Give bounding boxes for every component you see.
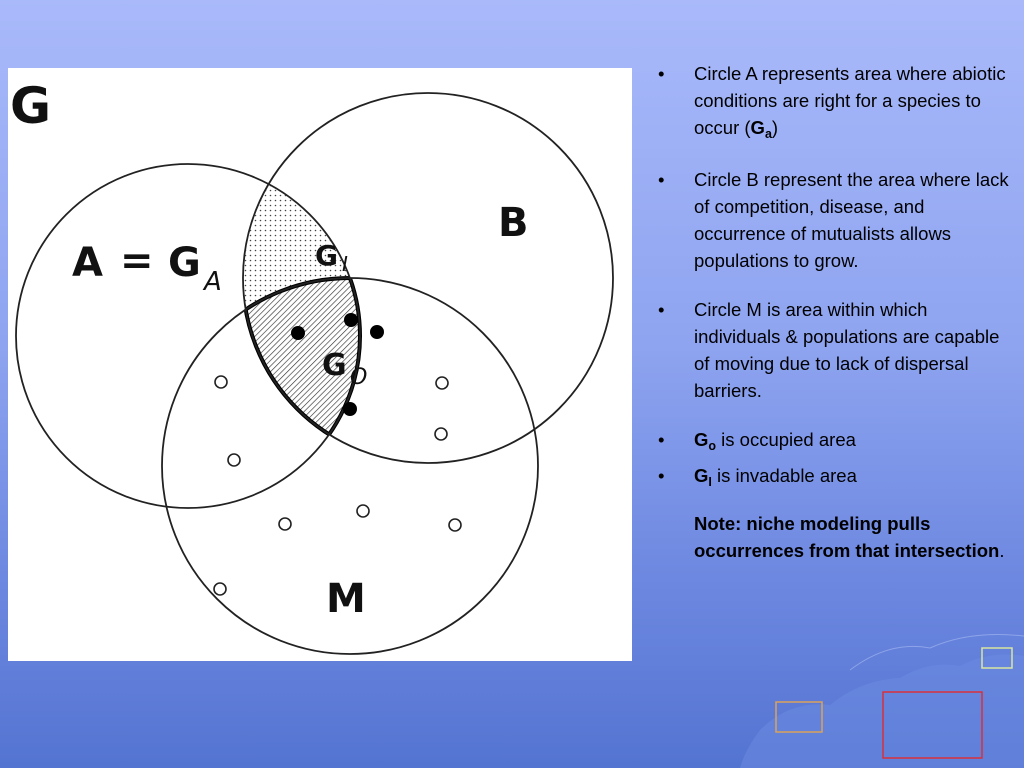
label-ga-sub: A bbox=[202, 267, 222, 297]
map-box-orange bbox=[775, 701, 823, 733]
label-equals: = bbox=[120, 238, 154, 284]
label-gi-sub: I bbox=[342, 252, 348, 276]
label-b: B bbox=[498, 200, 529, 246]
map-decoration bbox=[740, 634, 1024, 768]
circle-b bbox=[242, 92, 614, 464]
label-go-g: G bbox=[322, 348, 347, 383]
bullet-marker: • bbox=[658, 465, 665, 486]
bullet-circle-m: • Circle M is area within which individu… bbox=[656, 296, 1018, 404]
region-go bbox=[243, 278, 360, 463]
note-text: Note: niche modeling pulls occurrences f… bbox=[694, 513, 1005, 561]
label-ga-g: G bbox=[168, 240, 201, 286]
label-g: G bbox=[10, 77, 51, 135]
bullet-go: • Go is occupied area bbox=[656, 426, 1018, 456]
bullet-marker: • bbox=[658, 169, 665, 190]
bullet-list: • Circle A represents area where abiotic… bbox=[656, 60, 1018, 564]
label-gi-g: G bbox=[315, 239, 338, 272]
circle-a bbox=[15, 163, 361, 509]
region-go-outline bbox=[241, 276, 360, 465]
bullet-marker: • bbox=[658, 299, 665, 320]
open-dots bbox=[213, 375, 462, 596]
circle-m bbox=[161, 277, 539, 655]
label-a: A bbox=[72, 240, 103, 286]
occupied-dots bbox=[291, 313, 384, 416]
bullet-circle-a: • Circle A represents area where abiotic… bbox=[656, 60, 1018, 144]
label-m: M bbox=[326, 576, 366, 622]
label-go-sub: O bbox=[350, 365, 367, 390]
map-box-yellow bbox=[981, 647, 1013, 669]
venn-diagram: G A = G A B M G I G O bbox=[10, 77, 614, 655]
bullet-marker: • bbox=[658, 63, 665, 84]
venn-diagram-panel: G A = G A B M G I G O bbox=[8, 68, 632, 661]
bullet-circle-b: • Circle B represent the area where lack… bbox=[656, 166, 1018, 274]
bullet-gi: • GI is invadable area bbox=[656, 462, 1018, 492]
bullet-marker: • bbox=[658, 429, 665, 450]
map-box-red bbox=[882, 691, 983, 759]
